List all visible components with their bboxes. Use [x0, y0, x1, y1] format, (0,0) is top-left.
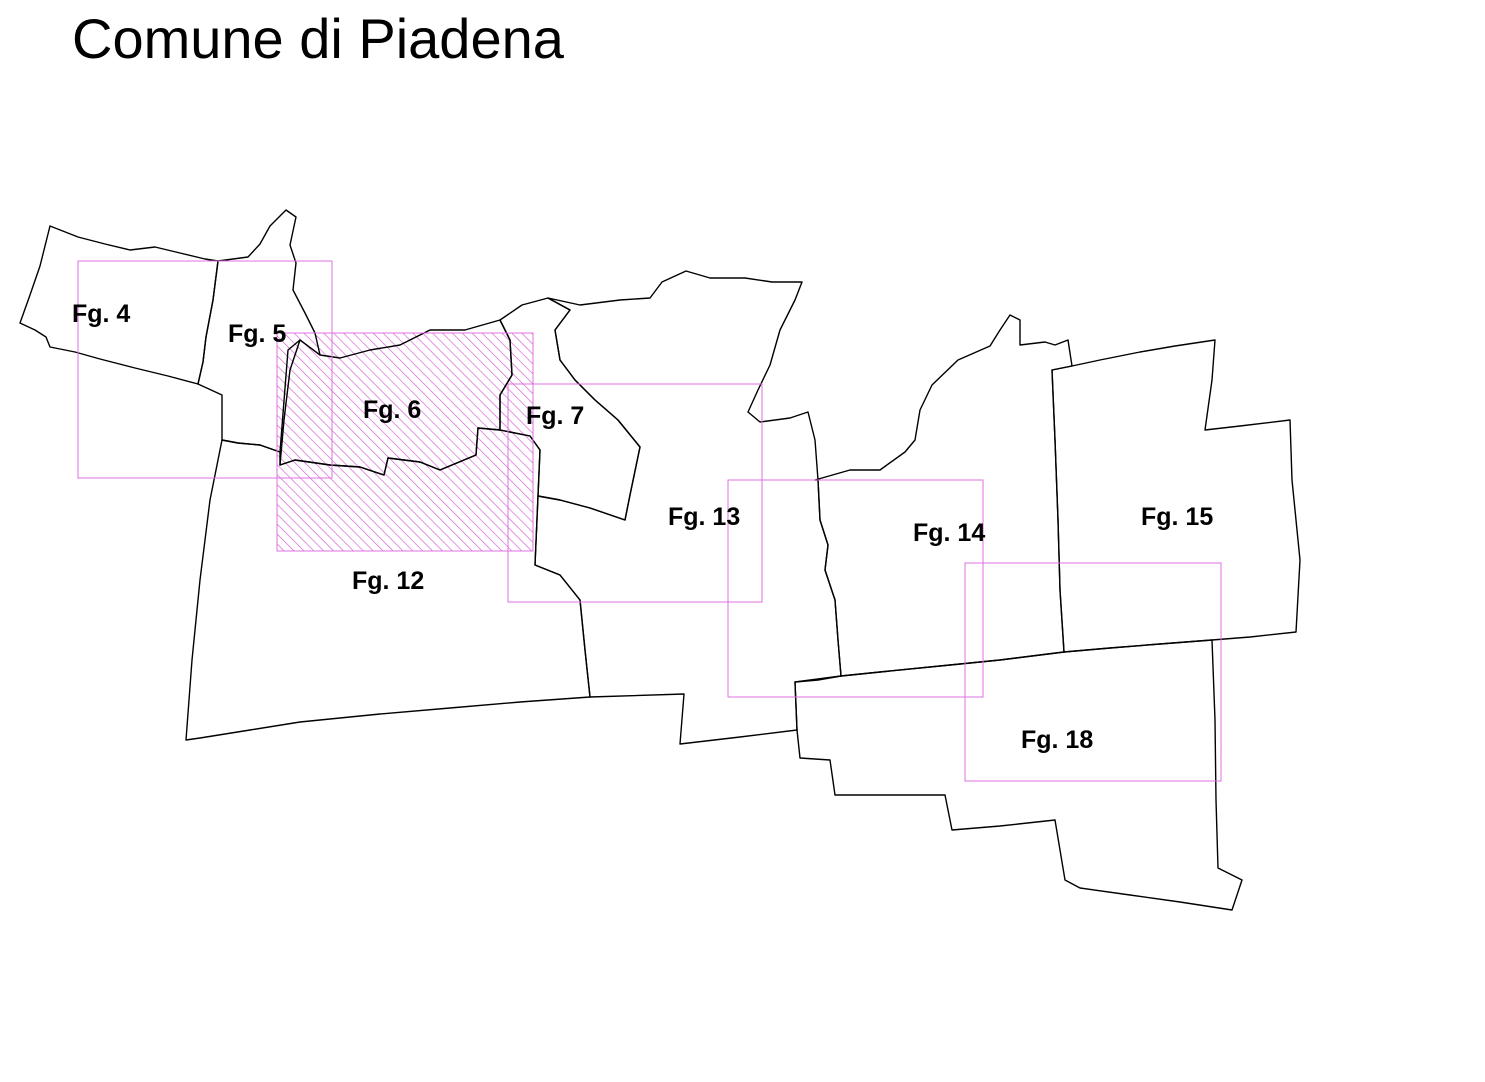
sheet-label-fg14: Fg. 14 [913, 519, 985, 547]
sheet-labels: Fg. 4 Fg. 5 Fg. 6 Fg. 7 Fg. 12 Fg. 13 Fg… [72, 300, 1213, 754]
sheet-boundary-fg15 [1051, 339, 1301, 653]
sheet-label-fg4: Fg. 4 [72, 300, 130, 328]
page-title: Comune di Piadena [72, 7, 564, 70]
sheet-label-fg7: Fg. 7 [526, 402, 584, 430]
sheet-frame-fg6 [276, 332, 534, 552]
sheet-label-fg18: Fg. 18 [1021, 726, 1093, 754]
sheet-frame-fg18 [964, 562, 1222, 782]
highlight-frame-hatch [277, 333, 533, 551]
highlight-group [277, 333, 533, 551]
sheet-boundary-fg14 [814, 314, 1073, 677]
sheet-label-fg12: Fg. 12 [352, 567, 424, 595]
sheet-label-fg5: Fg. 5 [228, 320, 286, 348]
sheet-boundary-fg12 [185, 427, 591, 741]
sheet-boundaries [19, 209, 1301, 911]
sheet-frame-fg13 [507, 383, 763, 603]
sheet-label-fg13: Fg. 13 [668, 503, 740, 531]
sheet-label-fg15: Fg. 15 [1141, 503, 1213, 531]
sheet-label-fg6: Fg. 6 [363, 396, 421, 424]
sheet-boundary-fg18 [794, 639, 1243, 911]
sheet-frames [77, 260, 1222, 782]
sheet-frame-fg14 [727, 479, 984, 698]
sheet-frame-fg4 [77, 260, 333, 479]
